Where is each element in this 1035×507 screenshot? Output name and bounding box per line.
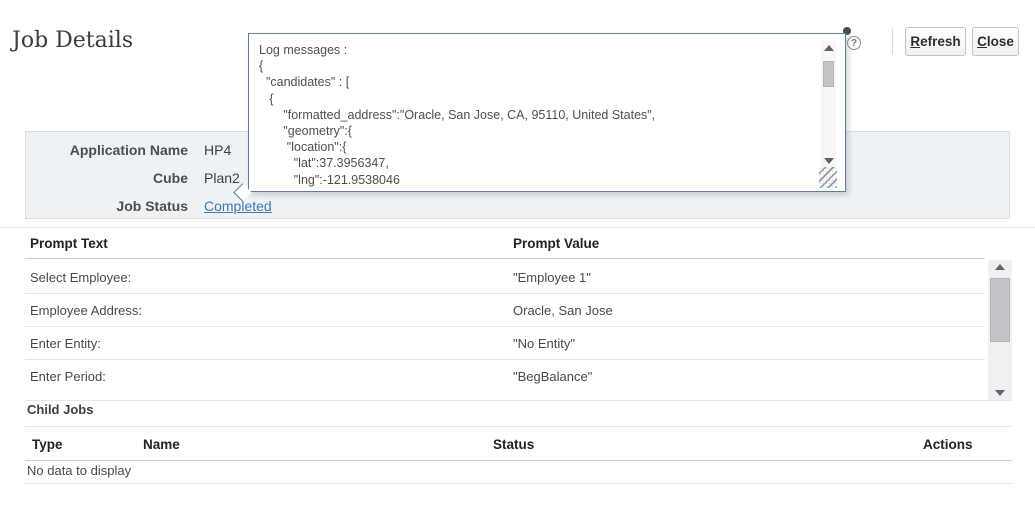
row-divider bbox=[25, 326, 985, 327]
job-status-label: Job Status bbox=[116, 198, 188, 214]
prompt-row-value: "Employee 1" bbox=[513, 270, 591, 285]
resize-grip-icon[interactable] bbox=[819, 167, 837, 188]
prompt-header-underline bbox=[25, 258, 985, 259]
log-line: "lng":-121.9538046 bbox=[259, 172, 400, 187]
refresh-button[interactable]: Refresh bbox=[905, 27, 966, 56]
log-line: { bbox=[259, 59, 264, 74]
child-jobs-bottom-divider bbox=[25, 483, 1012, 484]
scroll-up-icon[interactable] bbox=[995, 264, 1005, 270]
section-divider bbox=[0, 227, 1035, 228]
info-row-cube: Cube Plan2 bbox=[26, 164, 1009, 192]
prompt-row-value: "No Entity" bbox=[513, 336, 575, 351]
log-messages-tooltip: Log messages : { "candidates" : [ { "for… bbox=[248, 33, 846, 192]
log-line: "candidates" : [ bbox=[259, 75, 350, 90]
page-title: Job Details bbox=[12, 28, 134, 53]
prompt-row-text: Select Employee: bbox=[30, 270, 132, 285]
prompt-text-header: Prompt Text bbox=[30, 236, 108, 251]
toolbar-separator bbox=[892, 29, 893, 54]
refresh-accesskey: R bbox=[910, 34, 921, 49]
prompt-row-value: "BegBalance" bbox=[513, 369, 593, 384]
name-header: Name bbox=[143, 437, 180, 452]
cube-label: Cube bbox=[153, 170, 188, 186]
tooltip-scrollbar[interactable] bbox=[821, 41, 836, 168]
child-jobs-divider bbox=[25, 426, 1012, 427]
scroll-down-icon[interactable] bbox=[823, 158, 834, 164]
status-header: Status bbox=[493, 437, 535, 452]
log-line: "geometry":{ bbox=[259, 124, 352, 139]
prompt-row-text: Enter Period: bbox=[30, 369, 106, 384]
prompt-row-text: Enter Entity: bbox=[30, 336, 101, 351]
log-line: Log messages : bbox=[259, 43, 348, 57]
child-jobs-title: Child Jobs bbox=[27, 402, 94, 417]
row-divider bbox=[25, 359, 985, 360]
scroll-down-icon[interactable] bbox=[995, 390, 1005, 396]
log-line: "lat":37.3956347, bbox=[259, 156, 389, 171]
cube-value: Plan2 bbox=[204, 170, 240, 186]
scrollbar-thumb[interactable] bbox=[823, 61, 834, 87]
help-icon[interactable]: ? bbox=[847, 36, 861, 50]
type-header: Type bbox=[32, 437, 63, 452]
close-button[interactable]: Close bbox=[972, 27, 1019, 56]
log-line: "location":{ bbox=[259, 140, 347, 155]
close-label: lose bbox=[986, 34, 1014, 49]
prompt-table-scrollbar[interactable] bbox=[988, 260, 1012, 400]
scrollbar-thumb[interactable] bbox=[990, 278, 1010, 342]
row-divider bbox=[25, 293, 985, 294]
log-line: { bbox=[259, 91, 274, 106]
actions-header: Actions bbox=[923, 437, 973, 452]
prompt-table-bottom-divider bbox=[25, 400, 1012, 401]
no-data-message: No data to display bbox=[27, 463, 132, 478]
notification-dot-icon bbox=[843, 27, 851, 35]
child-jobs-header-underline bbox=[25, 460, 1012, 461]
application-name-label: Application Name bbox=[69, 142, 188, 158]
job-status-link[interactable]: Completed bbox=[204, 198, 272, 214]
prompt-value-header: Prompt Value bbox=[513, 236, 600, 251]
application-name-value: HP4 bbox=[204, 142, 232, 158]
scroll-up-icon[interactable] bbox=[823, 45, 834, 51]
prompt-row-value: Oracle, San Jose bbox=[513, 303, 613, 318]
refresh-label: efresh bbox=[920, 34, 961, 49]
log-line: "formatted_address":"Oracle, San Jose, C… bbox=[259, 107, 656, 122]
close-accesskey: C bbox=[977, 34, 987, 49]
info-row-job-status: Job Status Completed bbox=[26, 192, 1009, 220]
info-row-application: Application Name HP4 bbox=[26, 136, 1009, 164]
prompt-row-text: Employee Address: bbox=[30, 303, 143, 318]
